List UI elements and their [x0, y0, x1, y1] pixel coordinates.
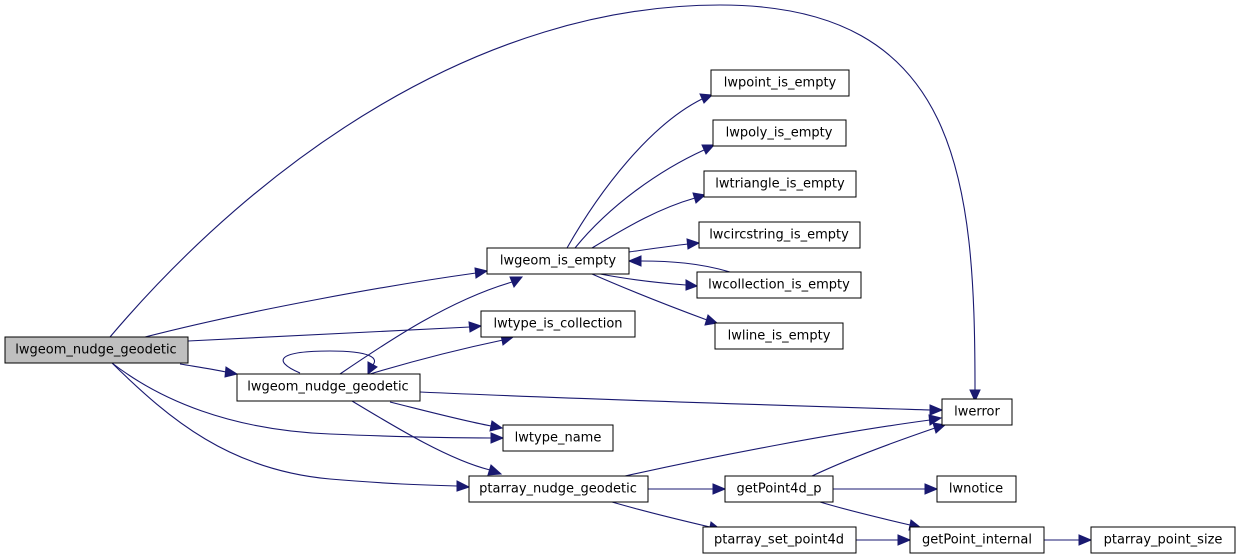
node-label: lwnotice [949, 482, 1003, 497]
node-lwpoly-is-empty[interactable]: lwpoly_is_empty [712, 119, 847, 147]
edge-root-to-lwtype-is-collection [187, 321, 483, 342]
edge-root-to-ptarray-nudge-geodetic [111, 362, 471, 492]
edge-lwgeom-is-empty-to-lwtriangle-is-empty [591, 192, 707, 249]
edge-lwgeom-is-empty-to-lwline-is-empty [591, 273, 719, 326]
node-label: ptarray_point_size [1104, 533, 1223, 548]
node-getpoint4d-p[interactable]: getPoint4d_p [724, 475, 834, 503]
edge-ptarray-set-point4d-to-getpoint-internal [856, 534, 912, 546]
edge-getpoint-internal-to-ptarray-point-size [1044, 534, 1093, 546]
edge-lwgeom-is-empty-to-lwpoly-is-empty [574, 144, 716, 249]
edge-getpoint4d-p-to-getpoint-internal [819, 501, 923, 531]
edge-ptarray-nudge-geodetic-to-getpoint4d-p [648, 483, 727, 495]
node-label: lwtype_is_collection [493, 317, 622, 332]
node-label: lwtriangle_is_empty [715, 177, 845, 192]
node-lwgeom-nudge-geodetic[interactable]: lwgeom_nudge_geodetic [236, 373, 421, 402]
edge-getpoint4d-p-to-lwerror [811, 422, 947, 477]
node-lwgeom-is-empty[interactable]: lwgeom_is_empty [486, 247, 630, 275]
node-label: lwgeom_nudge_geodetic [247, 380, 408, 395]
node-label: lwpoint_is_empty [724, 76, 837, 91]
node-lwtype-is-collection[interactable]: lwtype_is_collection [480, 310, 636, 338]
node-lwline-is-empty[interactable]: lwline_is_empty [714, 322, 844, 350]
edge-lwgeom-nudge-geodetic-self-loop [282, 350, 378, 376]
edge-lwgeom-is-empty-to-lwpoint-is-empty [566, 93, 714, 249]
edge-lwgeom-nudge-geodetic-to-ptarray-nudge-geodetic [351, 400, 503, 476]
node-ptarray-point-size[interactable]: ptarray_point_size [1090, 526, 1236, 554]
edge-ptarray-nudge-geodetic-to-lwerror [624, 414, 943, 477]
edge-root-to-lwgeom-is-empty [144, 267, 489, 338]
node-root-lwgeom-nudge-geodetic[interactable]: lwgeom_nudge_geodetic [4, 336, 189, 364]
node-label: lwline_is_empty [728, 329, 831, 344]
node-label: lwgeom_nudge_geodetic [15, 343, 176, 358]
node-label: lwpoly_is_empty [726, 126, 833, 141]
node-getpoint-internal[interactable]: getPoint_internal [909, 526, 1045, 554]
node-label: lwcircstring_is_empty [709, 228, 849, 243]
edge-root-to-lwgeom-nudge-geodetic [179, 363, 239, 378]
node-ptarray-nudge-geodetic[interactable]: ptarray_nudge_geodetic [468, 475, 649, 503]
edge-lwgeom-nudge-geodetic-to-lwgeom-is-empty [339, 276, 524, 375]
node-label: getPoint_internal [922, 533, 1032, 548]
node-lwerror[interactable]: lwerror [941, 398, 1013, 426]
edge-lwgeom-is-empty-to-lwcollection-is-empty [594, 272, 699, 291]
node-lwcircstring-is-empty[interactable]: lwcircstring_is_empty [698, 221, 861, 249]
node-lwtriangle-is-empty[interactable]: lwtriangle_is_empty [703, 170, 857, 198]
node-label: lwcollection_is_empty [708, 278, 850, 293]
node-lwtype-name[interactable]: lwtype_name [502, 424, 614, 452]
node-lwnotice[interactable]: lwnotice [936, 475, 1017, 503]
node-lwcollection-is-empty[interactable]: lwcollection_is_empty [696, 271, 862, 299]
node-label: lwgeom_is_empty [500, 254, 617, 269]
node-label: lwtype_name [515, 431, 602, 446]
node-label: ptarray_nudge_geodetic [479, 482, 637, 497]
edge-lwgeom-nudge-geodetic-to-lwtype-name [389, 401, 504, 432]
edge-lwgeom-nudge-geodetic-to-lwerror [419, 391, 944, 416]
node-label: lwerror [954, 405, 1000, 420]
edge-lwcollection-is-empty-to-lwgeom-is-empty [627, 255, 731, 273]
edge-root-to-lwtype-name [111, 362, 505, 444]
edge-root-to-lwerror [109, 4, 981, 403]
node-lwpoint-is-empty[interactable]: lwpoint_is_empty [710, 69, 850, 97]
node-ptarray-set-point4d[interactable]: ptarray_set_point4d [702, 526, 857, 554]
node-label: getPoint4d_p [737, 482, 822, 497]
edge-getpoint4d-p-to-lwnotice [833, 483, 939, 495]
node-label: ptarray_set_point4d [714, 533, 844, 548]
edge-lwgeom-is-empty-to-lwcircstring-is-empty [628, 238, 701, 253]
edge-lwgeom-nudge-geodetic-to-lwtype-is-collection [369, 334, 515, 375]
